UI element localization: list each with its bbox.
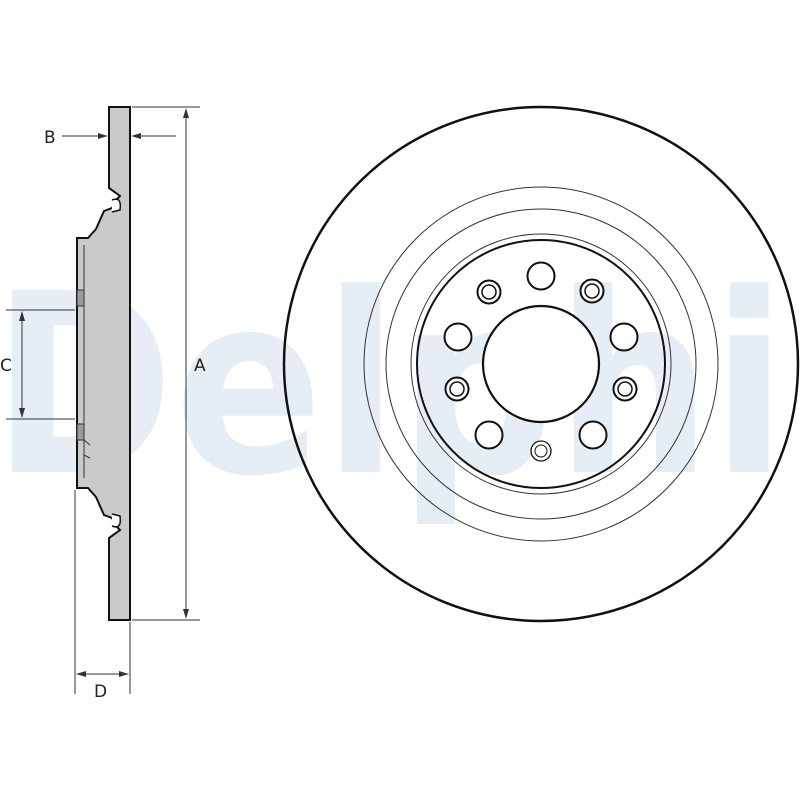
counterbored-hole (612, 376, 638, 402)
bolt-hole (443, 322, 473, 352)
dimension-d-label: D (94, 682, 107, 702)
dimension-b-label: B (44, 128, 56, 148)
disc-cross-section (76, 106, 131, 621)
bolt-hole (578, 420, 608, 450)
disc-outer-edge (282, 105, 800, 623)
hat-step-edge (410, 233, 672, 495)
fillet-top (111, 198, 122, 213)
dimension-a-label: A (194, 356, 206, 376)
dimension-c-label: C (0, 356, 12, 376)
center-bore (481, 304, 601, 424)
locating-screw-hole (530, 440, 552, 462)
counterbored-hole (579, 278, 605, 304)
stud-section-bottom (76, 423, 85, 441)
hub-face-edge (416, 239, 666, 489)
dimension-lines (6, 106, 200, 694)
friction-ring-inner-edge (363, 186, 719, 542)
stud-section-top (76, 289, 85, 307)
counterbored-hole (476, 279, 502, 305)
fillet-bottom (111, 513, 122, 528)
bolt-hole (526, 261, 556, 291)
disc-front-view (282, 105, 800, 623)
disc-side-profile (76, 106, 131, 621)
brand-watermark: Delphi (0, 240, 787, 531)
bolt-hole (609, 322, 639, 352)
bolt-hole (474, 420, 504, 450)
hat-outer-edge (385, 208, 697, 520)
counterbored-hole (444, 376, 470, 402)
